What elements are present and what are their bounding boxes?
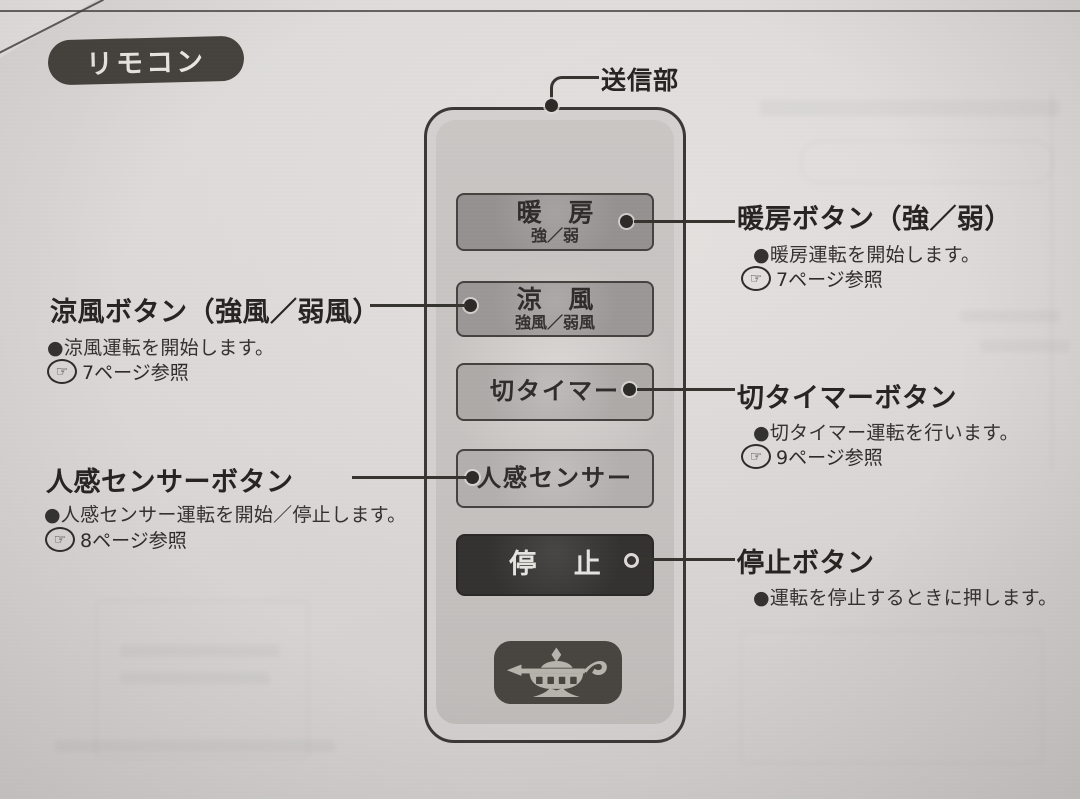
motion-sensor-button-label: 人感センサー <box>477 463 633 492</box>
timer-callout-dot <box>623 383 636 396</box>
sensor-callout-desc: ●人感センサー運転を開始／停止します。 <box>44 504 407 526</box>
heat-callout-dot <box>620 215 633 228</box>
cool-breeze-button-sublabel: 強風／弱風 <box>514 312 595 332</box>
stop-callout-title: 停止ボタン <box>737 548 875 579</box>
bleed-through <box>1051 90 1053 470</box>
page-top-edge <box>0 10 1080 12</box>
cool-callout-desc: ●涼風運転を開始します。 <box>47 337 275 359</box>
bleed-through <box>980 340 1070 352</box>
heat-button-label: 暖 房 <box>516 197 603 227</box>
bleed-through <box>55 740 335 752</box>
cool-callout-ref-text: 7ページ参照 <box>82 362 189 384</box>
stop-button-label: 停 止 <box>509 549 615 581</box>
transmitter-dot <box>545 99 558 112</box>
timer-callout-ref: ☞ 9ページ参照 <box>741 443 883 470</box>
cool-callout-ref: ☞ 7ページ参照 <box>47 358 189 385</box>
timer-callout-desc: ●切タイマー運転を行います。 <box>753 422 1019 444</box>
hand-pointing-icon: ☞ <box>45 527 75 552</box>
timer-callout-line <box>637 388 735 391</box>
sensor-callout-dot <box>466 471 479 484</box>
heat-callout-desc: ●暖房運転を開始します。 <box>753 244 981 266</box>
transmitter-label: 送信部 <box>601 66 680 95</box>
bleed-through <box>760 100 1060 116</box>
bleed-through <box>120 672 270 684</box>
section-badge: リモコン <box>47 35 245 86</box>
off-timer-button: 切タイマー <box>456 363 654 421</box>
remote-body: 暖 房 強／弱 涼 風 強風／弱風 切タイマー 人感センサー 停 止 <box>424 107 686 743</box>
heat-callout-title: 暖房ボタン（強／弱） <box>737 204 1012 235</box>
heat-callout-ref-text: 7ページ参照 <box>776 269 883 291</box>
heat-callout-line <box>634 220 735 223</box>
hand-pointing-icon: ☞ <box>47 359 77 384</box>
hand-pointing-icon: ☞ <box>741 266 771 291</box>
timer-callout-title: 切タイマーボタン <box>737 383 957 414</box>
motion-sensor-button: 人感センサー <box>456 449 654 508</box>
cool-breeze-button-label: 涼 風 <box>516 284 603 314</box>
sensor-callout-ref: ☞ 8ページ参照 <box>45 526 187 553</box>
transmitter-leader-line <box>550 76 599 109</box>
off-timer-button-label: 切タイマー <box>490 377 620 406</box>
sensor-callout-line <box>352 476 466 479</box>
cool-breeze-button: 涼 風 強風／弱風 <box>456 281 654 337</box>
stop-callout-desc: ●運転を停止するときに押します。 <box>753 587 1058 609</box>
cool-callout-title: 涼風ボタン（強風／弱風） <box>50 297 380 328</box>
cool-callout-line <box>370 304 466 307</box>
bleed-through <box>740 630 1044 764</box>
stop-button: 停 止 <box>456 534 654 596</box>
cool-callout-dot <box>464 299 477 312</box>
genie-lamp-icon <box>504 645 612 701</box>
heat-button-sublabel: 強／弱 <box>530 225 579 245</box>
timer-callout-ref-text: 9ページ参照 <box>776 447 883 469</box>
hand-pointing-icon: ☞ <box>741 444 771 469</box>
bleed-through <box>120 645 280 657</box>
bleed-through <box>800 140 1054 184</box>
sensor-callout-title: 人感センサーボタン <box>46 467 294 498</box>
sensor-callout-ref-text: 8ページ参照 <box>80 530 187 552</box>
bleed-through <box>95 600 309 759</box>
heat-callout-ref: ☞ 7ページ参照 <box>741 265 883 292</box>
brand-logo-badge <box>494 641 622 704</box>
stop-callout-dot <box>624 553 639 568</box>
bleed-through <box>960 310 1060 322</box>
stop-callout-line <box>641 558 735 561</box>
section-badge-label: リモコン <box>85 46 207 81</box>
